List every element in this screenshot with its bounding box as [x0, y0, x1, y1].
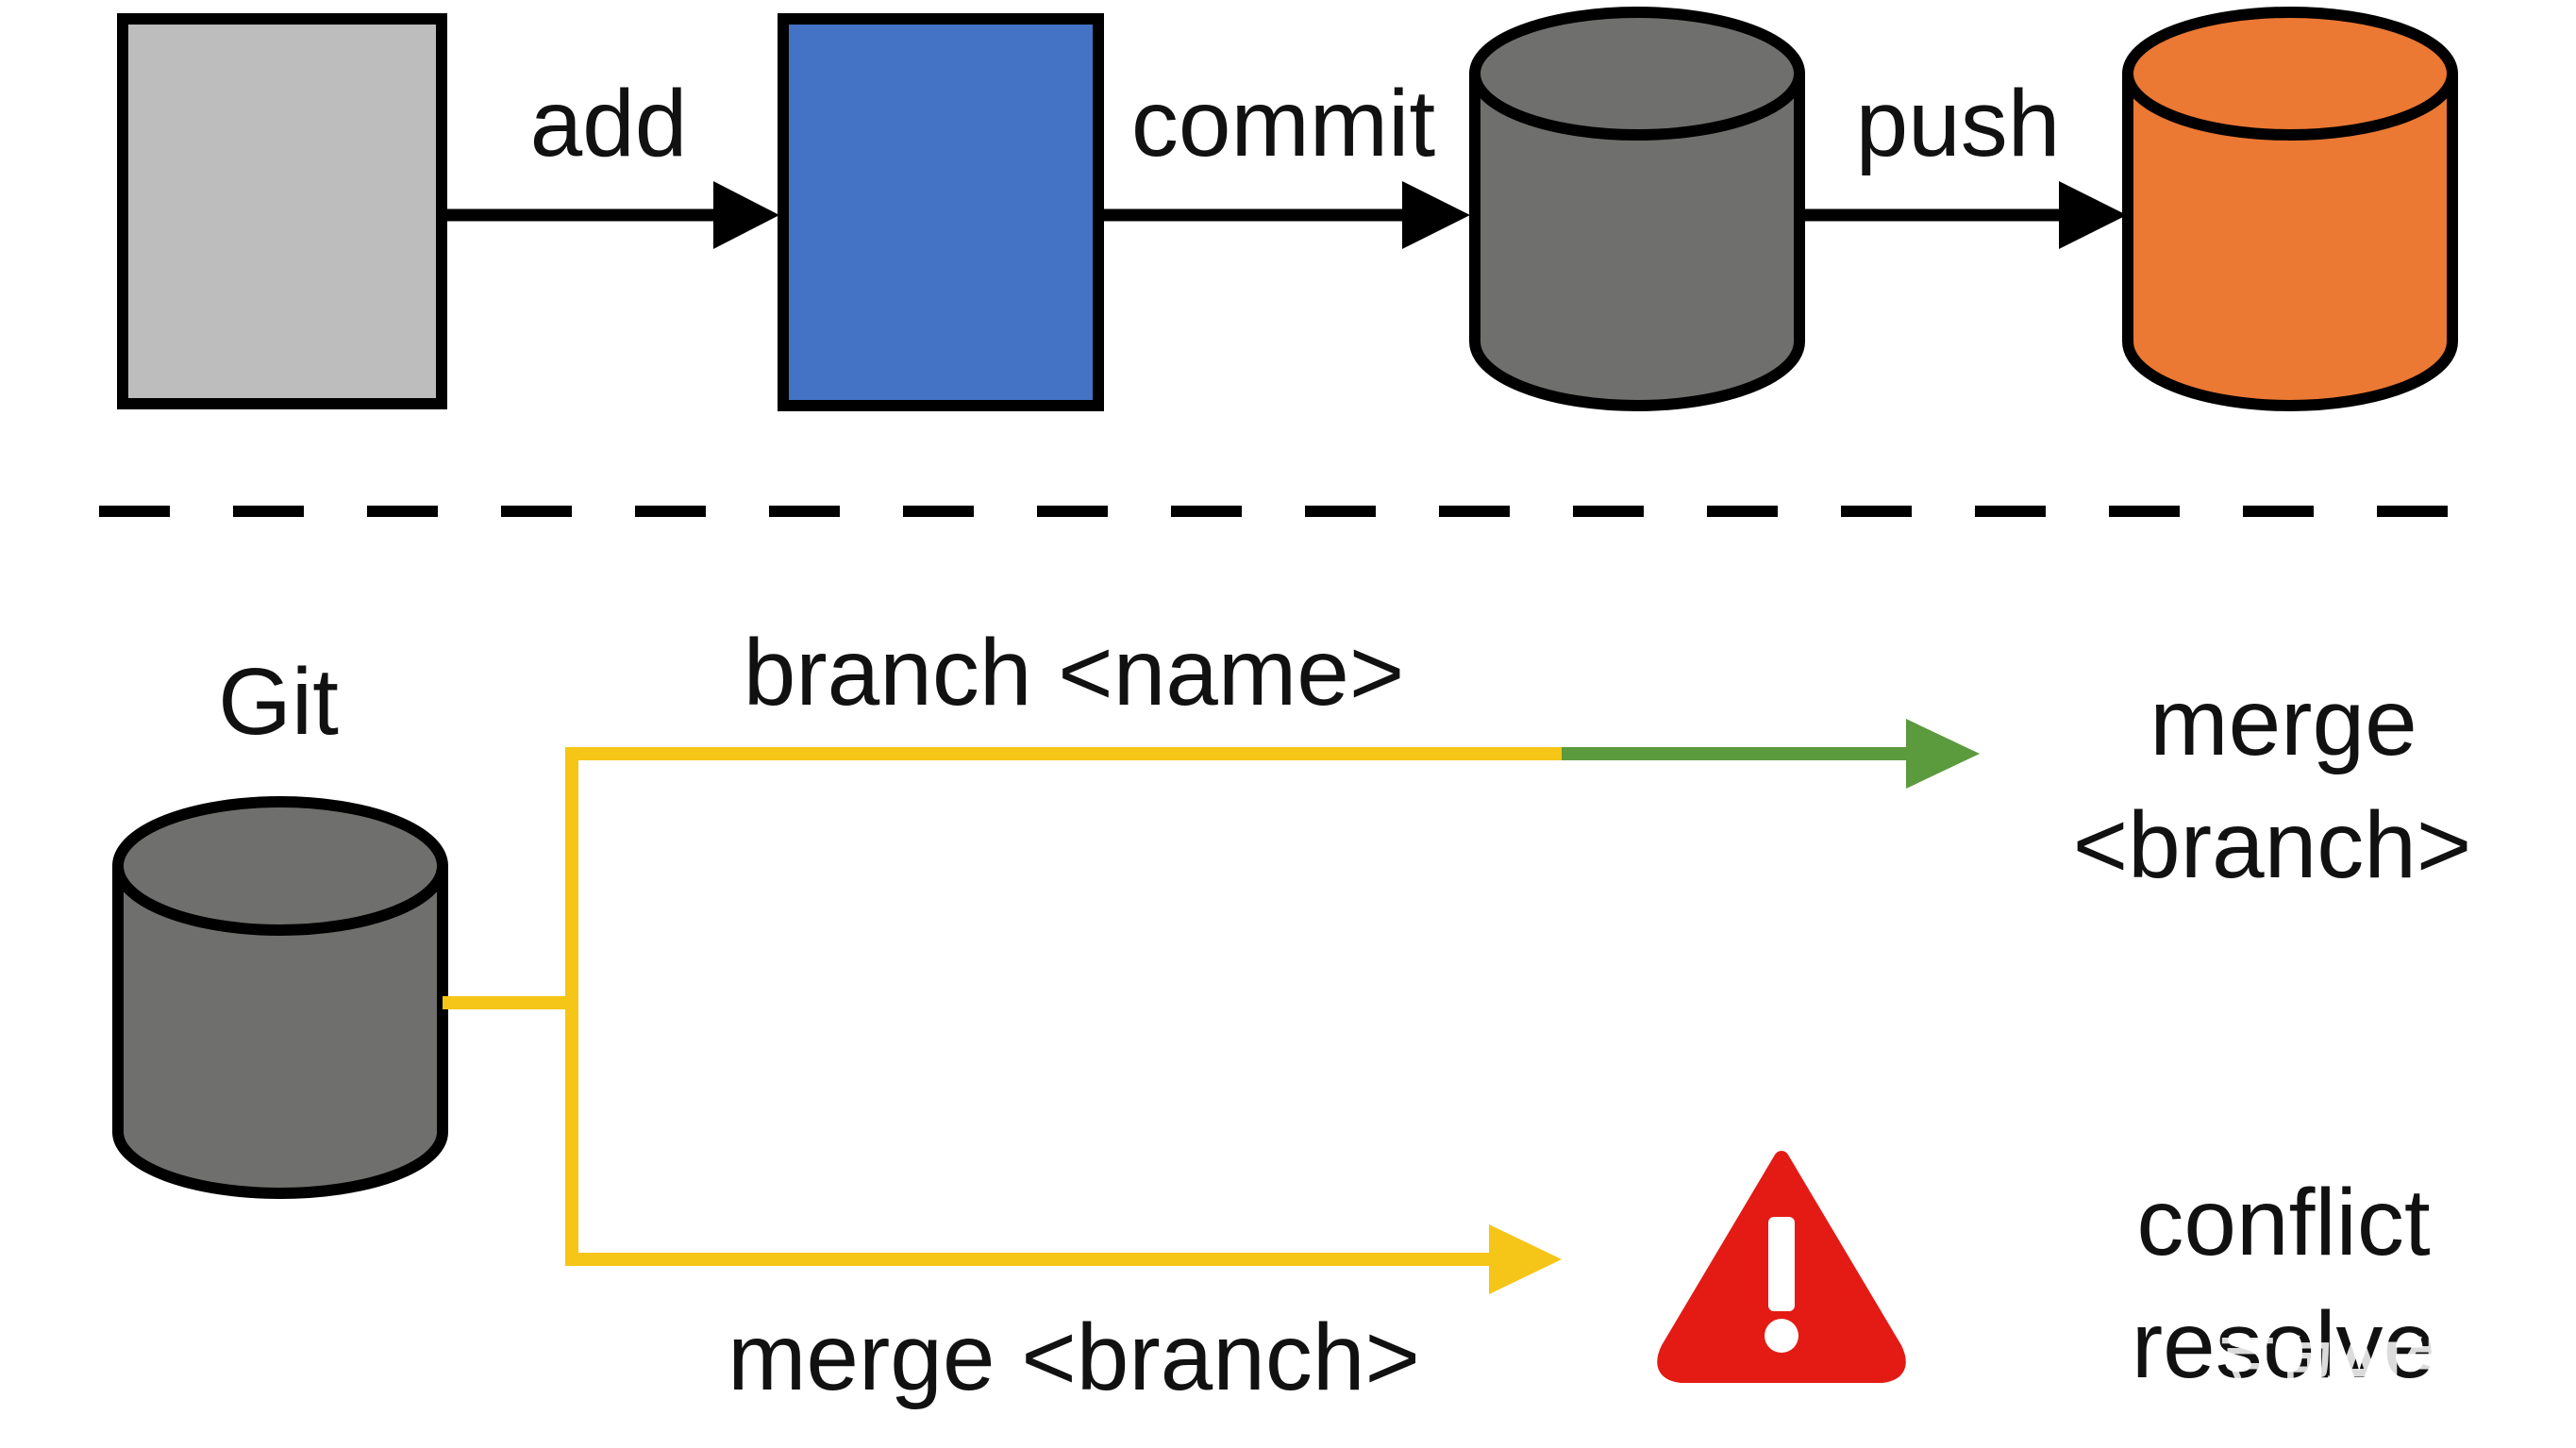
- branch-paths: [443, 747, 1562, 1294]
- add-label: add: [530, 71, 688, 176]
- conflict-label-line1: conflict: [2136, 1170, 2430, 1275]
- merge-success-path: [1562, 719, 1980, 789]
- git-repository-cylinder: [112, 796, 448, 1199]
- conflict-arrowhead: [1489, 1224, 1562, 1294]
- working-directory-box: [117, 13, 447, 409]
- conflict-label-line2: resolve: [2132, 1292, 2435, 1398]
- merge-success-label-line1: merge: [2149, 670, 2417, 775]
- push-arrow: [1799, 181, 2127, 249]
- staging-area-box: [778, 13, 1104, 411]
- git-label: Git: [218, 649, 339, 755]
- warning-triangle-icon: [1657, 1151, 1906, 1383]
- remote-repository-cylinder: [2122, 7, 2458, 411]
- commit-arrow: [1098, 181, 1470, 249]
- watermark: 豆包AI生成: [2218, 1330, 2519, 1399]
- branch-label: branch <name>: [744, 620, 1405, 725]
- commit-label: commit: [1131, 71, 1435, 176]
- push-label: push: [1856, 71, 2061, 176]
- merge-bottom-label: merge <branch>: [728, 1305, 1420, 1410]
- add-arrow: [442, 181, 779, 249]
- local-repository-cylinder: [1469, 7, 1805, 411]
- merge-success-label-line2: <branch>: [2073, 792, 2472, 898]
